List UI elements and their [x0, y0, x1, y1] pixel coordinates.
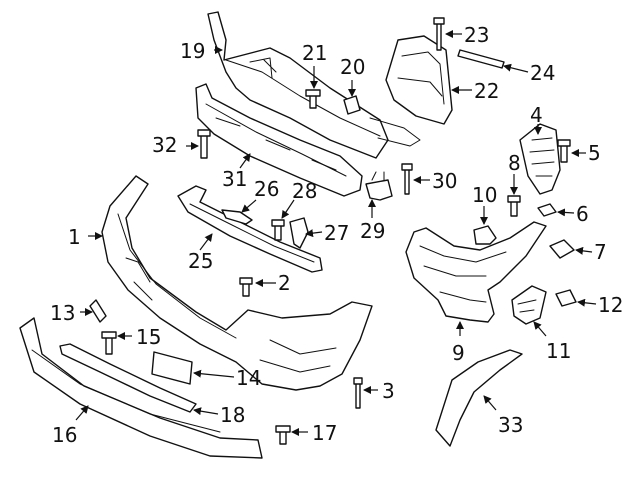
callout-22: 22: [474, 79, 499, 103]
callout-3: 3: [382, 379, 395, 403]
callout-9: 9: [452, 341, 465, 365]
callout-33: 33: [498, 413, 523, 437]
callout-13: 13: [50, 301, 75, 325]
callout-5: 5: [588, 141, 601, 165]
part-license-bracket: [151, 351, 193, 385]
callout-21: 21: [302, 41, 327, 65]
callout-16: 16: [52, 423, 77, 447]
fastener-bolt-30: [401, 163, 413, 195]
part-lower-trim: [59, 343, 197, 413]
callout-labels: 1 2 3 4 5 6 7 8 9 10 11 12 13 14 15 16 1…: [50, 23, 623, 447]
callout-20: 20: [340, 55, 365, 79]
callout-6: 6: [576, 202, 589, 226]
fastener-bolt-21: [305, 89, 321, 109]
part-clip-7: [549, 239, 575, 259]
callout-24: 24: [530, 61, 555, 85]
callout-23: 23: [464, 23, 489, 47]
fastener-bolt-28: [271, 219, 285, 241]
callout-32: 32: [152, 133, 177, 157]
part-bumper-cover: [101, 175, 373, 391]
part-lower-spoiler: [19, 317, 263, 459]
part-side-guide: [519, 123, 561, 195]
fastener-bolt-5: [557, 139, 571, 163]
fastener-bolt-32: [197, 129, 211, 159]
callout-11: 11: [546, 339, 571, 363]
callout-27: 27: [324, 221, 349, 245]
fastener-bolt-23: [433, 17, 445, 51]
part-clip: [343, 95, 361, 115]
fastener-bolt-8: [507, 195, 521, 217]
callout-25: 25: [188, 249, 213, 273]
fastener-bolt-2: [239, 277, 253, 297]
part-lower-mount-support: [405, 221, 547, 323]
part-reflector: [89, 299, 107, 323]
callout-7: 7: [594, 240, 607, 264]
callout-30: 30: [432, 169, 457, 193]
callout-29: 29: [360, 219, 385, 243]
part-mounting-bracket: [385, 35, 453, 125]
callout-14: 14: [236, 366, 261, 390]
part-clip-12: [555, 289, 577, 307]
part-bracket-11: [511, 285, 547, 325]
callout-8: 8: [508, 151, 521, 175]
callout-26: 26: [254, 177, 279, 201]
callout-1: 1: [68, 225, 81, 249]
fastener-bolt-17: [275, 425, 291, 445]
callout-15: 15: [136, 325, 161, 349]
part-bracket-29: [365, 171, 393, 201]
leader-lines: [75, 30, 597, 436]
part-carrier-beam: [195, 83, 363, 197]
callout-31: 31: [222, 167, 247, 191]
fastener-bolt-3: [353, 377, 363, 409]
part-clip-6: [537, 203, 557, 217]
part-clip-10: [473, 225, 497, 245]
part-trim-strip: [457, 49, 505, 69]
callout-10: 10: [472, 183, 497, 207]
fastener-bolt-15: [101, 331, 117, 355]
callout-18: 18: [220, 403, 245, 427]
part-small-bracket: [221, 209, 253, 225]
part-wheel-arch-trim: [435, 349, 523, 447]
callout-19: 19: [180, 39, 205, 63]
callout-2: 2: [278, 271, 291, 295]
callout-12: 12: [598, 293, 623, 317]
callout-28: 28: [292, 179, 317, 203]
callout-4: 4: [530, 103, 543, 127]
part-upper-reinforcement-bar: [207, 11, 421, 159]
part-side-bracket: [289, 217, 309, 249]
part-impact-bar: [177, 185, 323, 273]
callout-17: 17: [312, 421, 337, 445]
